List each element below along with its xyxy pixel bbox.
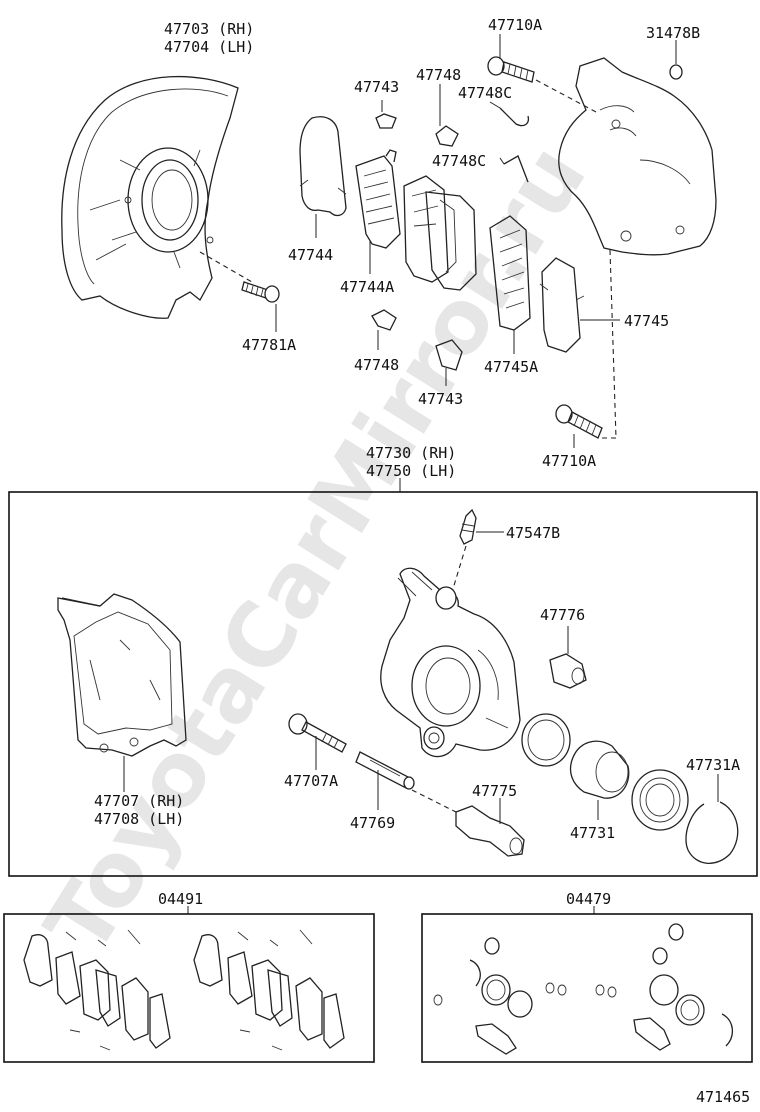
pin-47769-dash	[411, 789, 457, 813]
dust-cover-leader	[199, 251, 253, 283]
label-diagram-id: 471465	[696, 1088, 750, 1106]
piston-boot-part	[631, 769, 689, 831]
pad-47745-dash	[609, 249, 617, 439]
pin-47769-part	[355, 751, 415, 790]
label-31478B: 31478B	[646, 24, 700, 42]
bolt-47710A-bottom-part	[555, 404, 603, 439]
dust-cover-part	[61, 75, 239, 319]
kit-cylinder-box	[421, 913, 753, 1063]
label-47748C-upper: 47748C	[458, 84, 512, 102]
label-47710A-top: 47710A	[488, 16, 542, 34]
label-47731A: 47731A	[686, 756, 740, 774]
label-47776: 47776	[540, 606, 585, 624]
kit-pads-box	[3, 913, 375, 1063]
shim-47745A-part	[489, 215, 531, 331]
kit-cylinder-contents	[433, 923, 733, 1055]
label-47748C-lower: 47748C	[432, 152, 486, 170]
bolt-47710A-top-dash	[535, 79, 597, 113]
label-47710A-bottom: 47710A	[542, 452, 596, 470]
ring-47731A-part	[685, 801, 739, 864]
inner-pad-part	[403, 175, 477, 291]
guide-47776-part	[549, 653, 587, 689]
shim-47744A-part	[355, 149, 401, 249]
caliper-frame-part	[57, 593, 187, 757]
label-47707A: 47707A	[284, 772, 338, 790]
pad-47745-part	[539, 257, 585, 353]
kit-pads-contents	[23, 929, 345, 1051]
clip-47748-bottom-part	[371, 309, 397, 350]
bleeder-47547B-part	[459, 508, 477, 545]
label-47745A: 47745A	[484, 358, 538, 376]
label-47547B: 47547B	[506, 524, 560, 542]
clip-47748-top-part	[435, 84, 459, 147]
label-47748-bottom: 47748	[354, 356, 399, 374]
spring-47748C-lower-part	[499, 155, 529, 183]
label-cylinder-assy-lh: 47750 (LH)	[366, 462, 456, 480]
spring-47748C-upper-part	[489, 101, 530, 127]
label-47745: 47745	[624, 312, 669, 330]
label-caliper-frame-lh: 47708 (LH)	[94, 810, 184, 828]
clip-47743-bottom-part	[435, 339, 463, 386]
label-47775: 47775	[472, 782, 517, 800]
cap-31478B-part	[669, 40, 683, 80]
bolt-47781A-part	[241, 281, 280, 303]
bolt-47707A-part	[288, 713, 347, 753]
caliper-mount-part	[558, 57, 717, 256]
label-kit-cylinder: 04479	[566, 890, 611, 908]
bleeder-47547B-dash	[451, 545, 467, 593]
label-47769: 47769	[350, 814, 395, 832]
label-47743-bottom: 47743	[418, 390, 463, 408]
piston-47731-part	[569, 740, 630, 799]
label-backing-plate-lh: 47704 (LH)	[164, 38, 254, 56]
label-47781A: 47781A	[242, 336, 296, 354]
caliper-body-part	[380, 567, 521, 758]
bolt-47710A-top-part	[487, 56, 535, 83]
clip-47743-top-part	[375, 100, 397, 129]
label-caliper-frame-rh: 47707 (RH)	[94, 792, 184, 810]
label-47743-top: 47743	[354, 78, 399, 96]
label-47748-top: 47748	[416, 66, 461, 84]
label-kit-pads: 04491	[158, 890, 203, 908]
pad-47744-part	[299, 116, 347, 217]
part-labels: 47703 (RH) 47704 (LH) 47710A 31478B 4774…	[94, 16, 750, 1106]
label-backing-plate-rh: 47703 (RH)	[164, 20, 254, 38]
cylinder-assy-box	[8, 491, 758, 877]
guide-47775-part	[455, 805, 525, 857]
label-47731: 47731	[570, 824, 615, 842]
label-cylinder-assy-rh: 47730 (RH)	[366, 444, 456, 462]
label-47744: 47744	[288, 246, 333, 264]
label-47744A: 47744A	[340, 278, 394, 296]
piston-seal-part	[521, 713, 571, 767]
